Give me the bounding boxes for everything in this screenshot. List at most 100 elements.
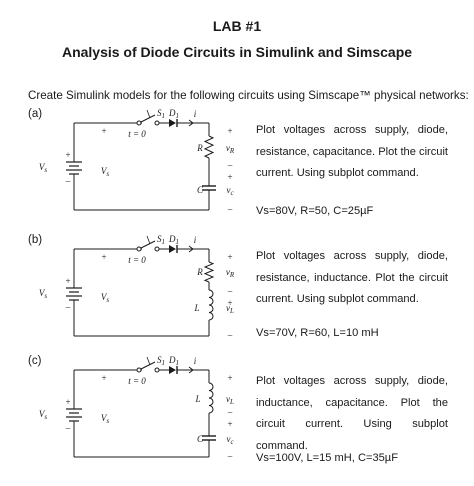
vR-label-main: v <box>226 267 230 277</box>
vc-label: vc <box>226 185 234 197</box>
diode-label-main: D <box>168 355 176 365</box>
vs-minus: – <box>101 330 107 340</box>
vc-label-sub: c <box>230 438 234 446</box>
vs-voltage-label-sub: s <box>106 170 109 178</box>
switch-label-main: S <box>157 355 162 365</box>
current-label: i <box>194 109 197 119</box>
switch-time-label: t = 0 <box>128 255 146 265</box>
capacitor-label: C <box>197 185 204 195</box>
vc-label-main: v <box>226 434 230 444</box>
resistor-label: R <box>196 143 203 153</box>
switch-time-label: t = 0 <box>128 376 146 386</box>
inductor-label: L <box>194 394 200 404</box>
circuit-c-params: Vs=100V, L=15 mH, C=35µF <box>256 452 398 464</box>
switch-blade <box>140 240 156 249</box>
switch-terminal <box>136 120 142 126</box>
switch-label: S1 <box>157 234 165 246</box>
switch-label: S1 <box>157 355 165 367</box>
circuit-a-params: Vs=80V, R=50, C=25µF <box>256 205 374 217</box>
vR-label-main: v <box>226 143 230 153</box>
source-label-main: V <box>39 409 46 419</box>
source-minus: – <box>65 176 71 186</box>
right-plus-2: + <box>227 172 232 182</box>
vR-label-sub: R <box>229 271 235 279</box>
resistor-symbol <box>203 135 215 159</box>
right-minus-2: – <box>227 330 233 340</box>
diode-label-main: D <box>168 108 176 118</box>
source-label-sub: s <box>44 292 47 300</box>
current-label: i <box>194 356 197 366</box>
vs-voltage-label: Vs <box>101 292 110 304</box>
diode-label-sub: 1 <box>176 359 180 367</box>
vc-label-main: v <box>226 185 230 195</box>
right-minus-1: – <box>227 407 233 417</box>
diode-label-main: D <box>168 234 176 244</box>
switch-label-sub: 1 <box>162 112 166 120</box>
switch-arrow <box>146 235 151 245</box>
right-minus-1: – <box>227 286 233 296</box>
vL-label-sub: L <box>229 307 234 315</box>
switch-arrow <box>146 109 151 119</box>
source-label: Vs <box>39 409 48 421</box>
right-minus-2: – <box>227 204 233 214</box>
source-label: Vs <box>39 288 48 300</box>
right-plus-2: + <box>227 419 232 429</box>
right-minus-2: – <box>227 451 233 461</box>
circuit-c-tag: (c) <box>28 355 42 367</box>
vs-plus: + <box>101 373 106 383</box>
diode-label-sub: 1 <box>176 112 180 120</box>
switch-arrow <box>146 356 151 366</box>
right-plus-1: + <box>227 252 232 262</box>
vc-label-sub: c <box>230 189 234 197</box>
vc-label: vc <box>226 434 234 446</box>
switch-label: S1 <box>157 108 165 120</box>
capacitor-label: C <box>197 434 204 444</box>
vR-label: vR <box>226 143 235 155</box>
inductor-label: L <box>193 303 199 313</box>
resistor-symbol <box>203 261 215 283</box>
diode-label-sub: 1 <box>176 238 180 246</box>
circuit-b-params: Vs=70V, R=60, L=10 mH <box>256 327 379 339</box>
source-plus: + <box>65 150 70 160</box>
vR-label-sub: R <box>229 147 235 155</box>
diode-symbol <box>169 119 176 127</box>
right-plus-1: + <box>227 126 232 136</box>
source-label-sub: s <box>44 166 47 174</box>
current-label: i <box>194 235 197 245</box>
vL-label-main: v <box>226 303 230 313</box>
switch-label-main: S <box>157 234 162 244</box>
vs-voltage-label: Vs <box>101 413 110 425</box>
right-minus-1: – <box>227 160 233 170</box>
vs-minus: – <box>101 451 107 461</box>
switch-label-sub: 1 <box>162 238 166 246</box>
circuit-a-description: Plot voltages across supply, diode, resi… <box>256 124 448 179</box>
switch-blade <box>140 361 156 370</box>
vs-minus: – <box>101 204 107 214</box>
diode-label: D1 <box>168 355 179 367</box>
lab-title: LAB #1 <box>212 18 262 34</box>
vR-label: vR <box>226 267 235 279</box>
vs-plus: + <box>101 126 106 136</box>
circuit-c-description: Plot voltages across supply, diode, indu… <box>256 375 448 452</box>
switch-contact <box>154 246 160 252</box>
inductor-symbol <box>208 382 214 414</box>
switch-terminal <box>136 246 142 252</box>
switch-blade <box>140 114 156 123</box>
diode-symbol <box>169 245 176 253</box>
vL-label: vL <box>226 303 234 315</box>
resistor-label: R <box>196 267 203 277</box>
source-minus: – <box>65 423 71 433</box>
source-label-sub: s <box>44 413 47 421</box>
vs-voltage-label-main: V <box>101 166 108 176</box>
vs-voltage-label: Vs <box>101 166 110 178</box>
source-label: Vs <box>39 162 48 174</box>
diode-label: D1 <box>168 234 179 246</box>
switch-contact <box>154 120 160 126</box>
switch-label-sub: 1 <box>162 359 166 367</box>
intro-text: Create Simulink models for the following… <box>28 89 469 102</box>
circuit-b-tag: (b) <box>28 234 43 246</box>
vs-plus: + <box>101 252 106 262</box>
